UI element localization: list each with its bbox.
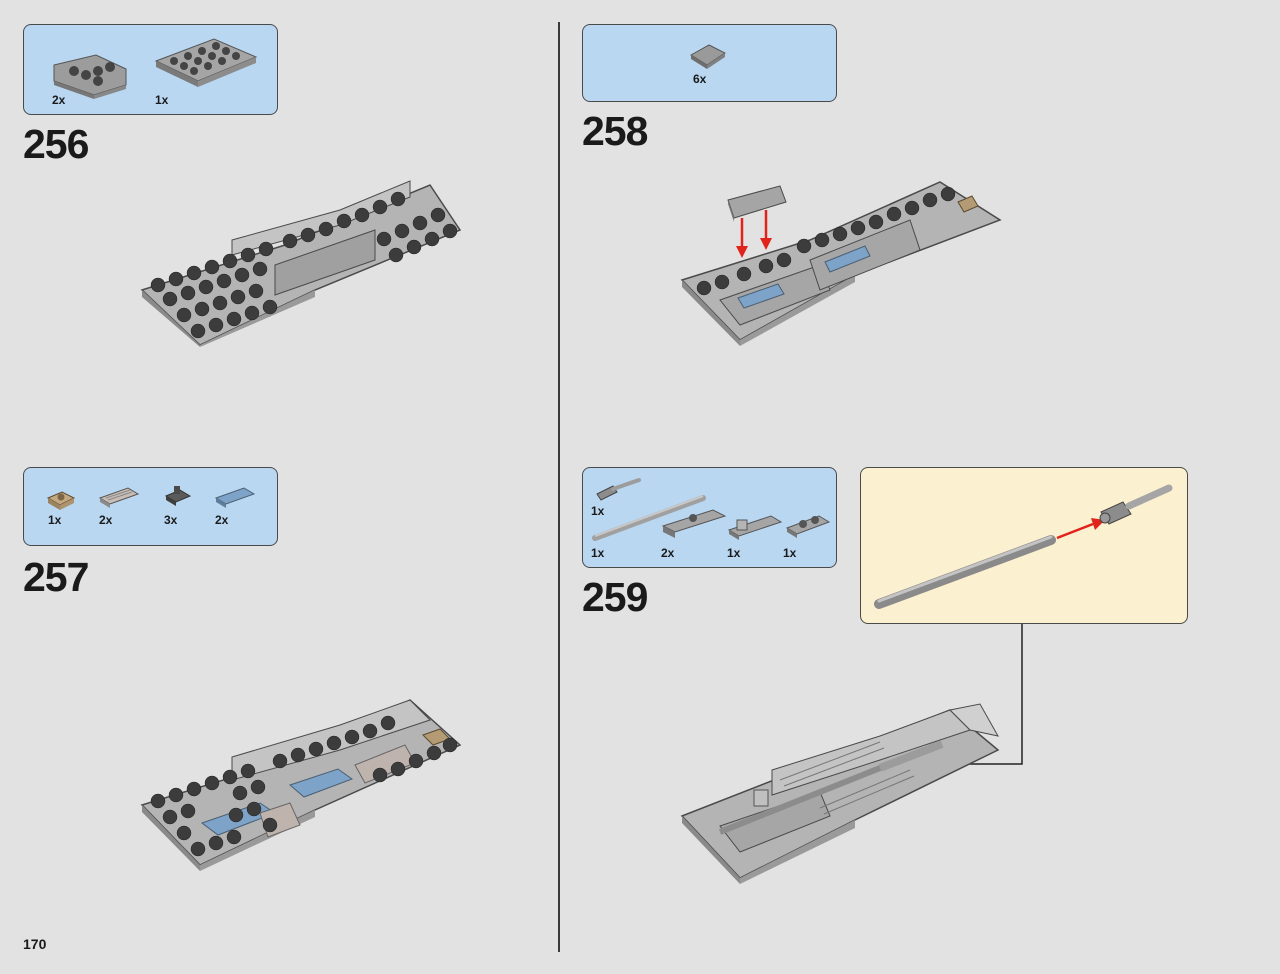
part-qty: 1x — [591, 504, 605, 518]
step-number-258: 258 — [582, 108, 648, 154]
part-qty: 2x — [661, 546, 675, 560]
hilt-in-callout — [1099, 484, 1173, 525]
part-qty: 2x — [99, 513, 113, 527]
model-illustration-258 — [680, 181, 1002, 346]
lightsaber-hilt-part — [596, 478, 641, 501]
clip-plate-light-part — [727, 515, 783, 540]
parts-list-258: 6x — [582, 24, 837, 102]
part-qty: 3x — [164, 513, 178, 527]
trans-blue-tile-part — [214, 487, 256, 508]
plate-1x2-part — [785, 515, 831, 538]
step-number-259: 259 — [582, 574, 648, 620]
parts-icons-256 — [53, 38, 258, 99]
part-qty: 1x — [48, 513, 62, 527]
page-number: 170 — [23, 936, 47, 952]
tan-plate-part — [46, 491, 76, 510]
jumper-plate-part — [661, 509, 727, 538]
model-illustration-259 — [680, 624, 1023, 884]
part-qty: 2x — [215, 513, 229, 527]
slope-brick-part — [690, 44, 726, 69]
part-qty: 1x — [783, 546, 797, 560]
plate-4x4-part — [154, 38, 258, 87]
wedge-plate-part — [53, 54, 127, 99]
part-qty: 1x — [155, 93, 169, 107]
step-number-257: 257 — [23, 554, 89, 600]
bar-part — [592, 495, 706, 541]
grille-tile-part — [98, 487, 140, 508]
parts-list-259: 1x 1x 2x 1x 1x — [582, 467, 837, 568]
red-insert-arrow — [1056, 518, 1105, 540]
clip-plate-part — [164, 486, 192, 506]
bar-in-callout — [874, 535, 1056, 609]
step-number-256: 256 — [23, 121, 89, 167]
slope-to-attach — [727, 185, 787, 222]
sub-assembly-callout — [860, 467, 1188, 624]
part-qty: 1x — [591, 546, 605, 560]
part-qty: 2x — [52, 93, 66, 107]
parts-icons-259 — [592, 478, 831, 541]
parts-icons-257 — [46, 486, 256, 510]
callout-assembly-drawing — [874, 484, 1173, 609]
part-qty: 6x — [693, 72, 707, 86]
parts-list-256: 2x 1x — [23, 24, 278, 115]
model-illustration-256 — [140, 180, 462, 347]
parts-list-257: 1x 2x 3x 2x — [23, 467, 278, 546]
part-qty: 1x — [727, 546, 741, 560]
red-placement-arrows — [736, 210, 772, 258]
model-illustration-257 — [140, 699, 462, 871]
page-divider — [558, 22, 560, 952]
parts-icons-258 — [690, 44, 726, 69]
